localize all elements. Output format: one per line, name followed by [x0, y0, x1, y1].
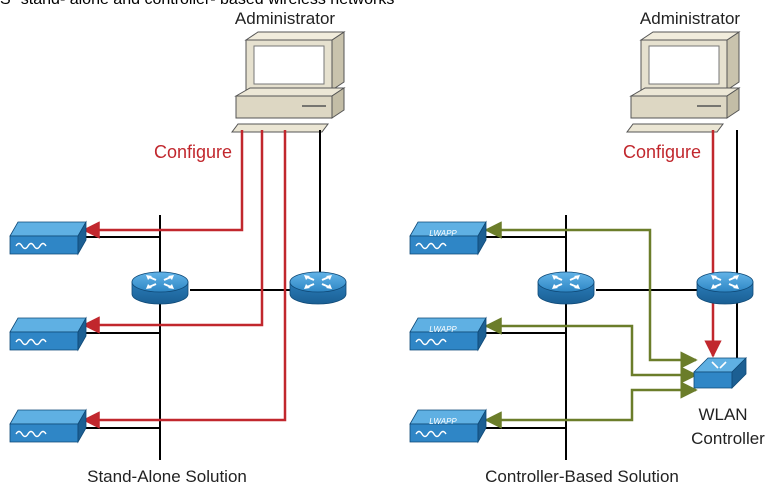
- right-lwapp-arrow-ap2: [484, 317, 698, 384]
- right-ap3-badge: LWAPP: [429, 417, 457, 426]
- right-ap2-badge: LWAPP: [429, 325, 457, 334]
- left-access-point-2: [9, 317, 87, 351]
- left-router-center: [131, 271, 189, 305]
- right-ap1-badge: LWAPP: [429, 229, 457, 238]
- left-admin-computer: [231, 31, 345, 133]
- right-lwapp-ap-3: LWAPP: [409, 409, 487, 443]
- right-lwapp-ap-2: LWAPP: [409, 317, 487, 351]
- left-config-arrow-ap2: [82, 130, 264, 334]
- right-router-right: [696, 271, 754, 305]
- left-access-point-3: [9, 409, 87, 443]
- right-configure-label: Configure: [623, 142, 701, 162]
- right-admin-computer: [626, 31, 740, 133]
- left-config-arrow-ap3: [82, 130, 287, 429]
- left-router-right: [289, 271, 347, 305]
- right-controller-label-line2: Controller: [691, 429, 765, 448]
- right-lwapp-ap-1: LWAPP: [409, 221, 487, 255]
- left-config-arrow-ap1: [82, 130, 244, 239]
- right-controller-label-line1: WLAN: [698, 405, 747, 424]
- right-caption: Controller-Based Solution: [485, 467, 679, 486]
- figure-title-partial: S "stand- alone and controller- based wi…: [0, 0, 394, 9]
- right-admin-label: Administrator: [640, 9, 740, 28]
- left-access-point-1: [9, 221, 87, 255]
- right-router-center: [537, 271, 595, 305]
- left-admin-label: Administrator: [235, 9, 335, 28]
- right-lwapp-arrow-ap3: [484, 381, 698, 429]
- left-caption: Stand-Alone Solution: [87, 467, 247, 486]
- left-configure-label: Configure: [154, 142, 232, 162]
- right-wlan-controller: [693, 357, 747, 389]
